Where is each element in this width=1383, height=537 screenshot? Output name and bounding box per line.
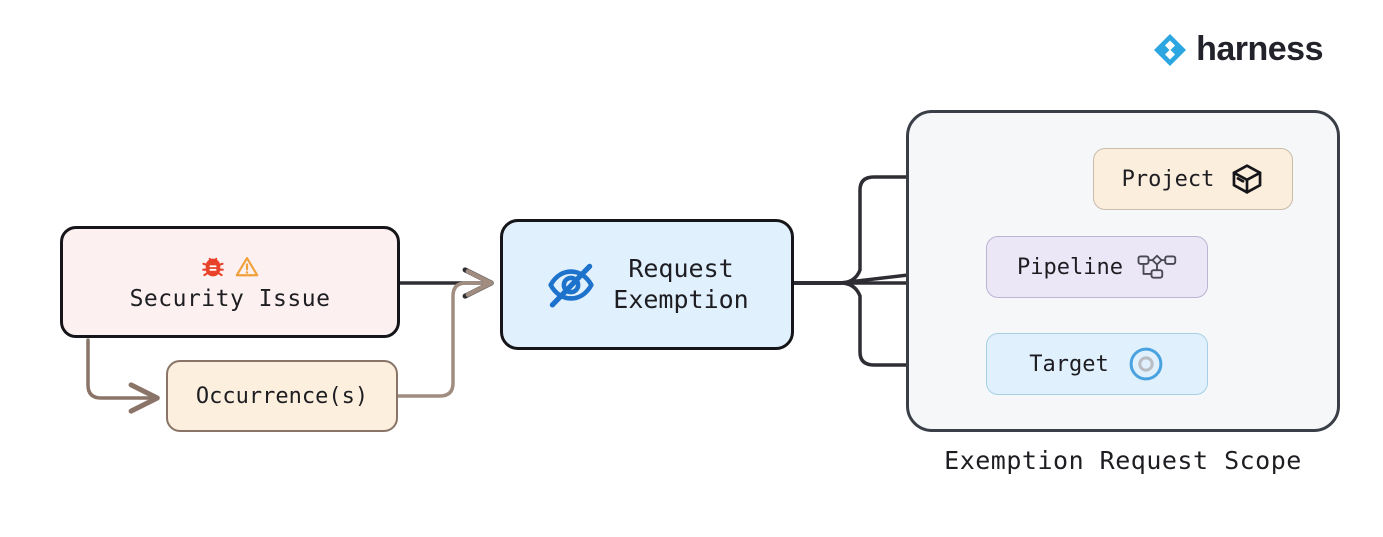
node-target[interactable]: Target [986, 333, 1208, 395]
node-project[interactable]: Project [1093, 148, 1293, 210]
security-issue-label: Security Issue [129, 286, 331, 312]
pipeline-nodes-icon [1137, 252, 1177, 282]
target-label: Target [1029, 351, 1109, 377]
request-exemption-line1: Request [628, 254, 734, 283]
edge-security-to-occurrence [86, 338, 160, 414]
security-issue-icons [200, 252, 260, 282]
node-request-exemption[interactable]: Request Exemption [500, 219, 794, 350]
target-circle-icon [1127, 345, 1165, 383]
node-security-issue[interactable]: Security Issue [60, 226, 400, 338]
eye-off-icon [545, 259, 597, 311]
warning-triangle-icon [234, 254, 260, 280]
request-exemption-label: Request Exemption [613, 254, 748, 315]
brand-name: harness [1196, 30, 1323, 68]
project-label: Project [1121, 166, 1215, 192]
cube-icon [1230, 162, 1264, 196]
harness-logo: harness [1152, 30, 1323, 69]
node-occurrence[interactable]: Occurrence(s) [166, 360, 398, 432]
occurrence-label: Occurrence(s) [195, 383, 369, 409]
node-pipeline[interactable]: Pipeline [986, 236, 1208, 298]
harness-diamond-logo-icon [1152, 32, 1188, 68]
pipeline-label: Pipeline [1017, 254, 1123, 280]
scope-caption: Exemption Request Scope [944, 446, 1302, 475]
request-exemption-line2: Exemption [613, 284, 749, 314]
edge-occurrence-to-request [396, 269, 494, 398]
bug-icon [200, 254, 226, 280]
